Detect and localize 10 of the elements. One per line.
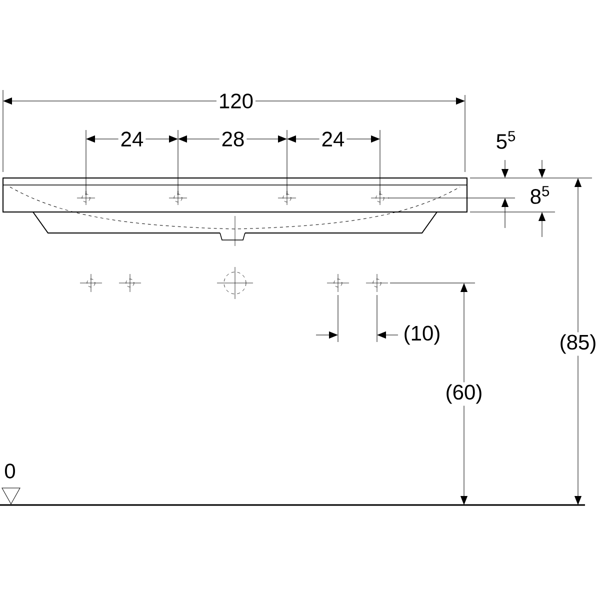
dimension-label: 5$^{5}$ <box>494 129 518 151</box>
dimension-label: 120 <box>216 92 256 110</box>
dimension-label: 28 <box>219 130 247 148</box>
dimension-label: 24 <box>118 130 146 148</box>
dimension-label: 0 <box>2 462 18 480</box>
dimension-label: (60) <box>443 382 485 406</box>
dimension-label: (85) <box>557 332 599 356</box>
dimension-label: 24 <box>319 130 347 148</box>
dimension-label: 8$^{5}$ <box>528 184 552 206</box>
dimension-label: (10) <box>401 323 443 347</box>
